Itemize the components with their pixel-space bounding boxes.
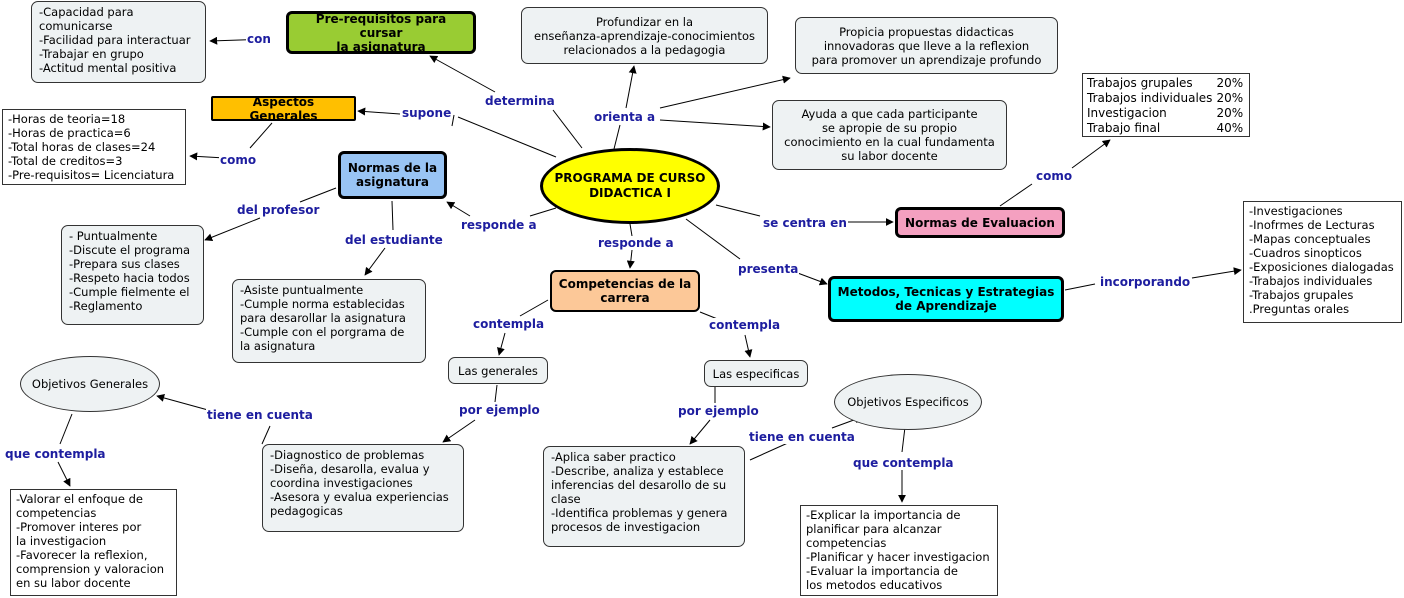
objetivos-generales-list: -Valorar el enfoque de competencias -Pro… (10, 489, 177, 596)
link-label-tiene-en-cuenta: tiene en cuenta (206, 408, 314, 422)
profesor-list: - Puntualmente -Discute el programa -Pre… (61, 225, 204, 325)
eval-pct: 40% (1216, 121, 1244, 135)
link-label-contempla: contempla (472, 317, 546, 331)
normas-evaluacion-node: Normas de Evaluacion (895, 207, 1065, 238)
link-label-tiene-en-cuenta: tiene en cuenta (748, 430, 856, 444)
objetivos-especificos-list: -Explicar la importancia de planificar p… (800, 505, 998, 596)
link-label-incorporando: incorporando (1099, 275, 1192, 289)
link-label-por-ejemplo: por ejemplo (677, 404, 760, 418)
normas-asignatura-node: Normas de la asignatura (338, 151, 447, 199)
estudiante-list: -Asiste puntualmente -Cumple norma estab… (232, 279, 426, 363)
link-label-responde: responde a (597, 236, 675, 250)
link-label-supone: supone (401, 106, 453, 120)
normas-evaluacion-text: Normas de Evaluacion (905, 215, 1055, 230)
eval-item: Investigacion (1087, 106, 1167, 120)
eval-item: Trabajo final (1087, 121, 1161, 135)
eval-pct: 20% (1216, 106, 1244, 120)
especificas-node: Las especificas (704, 360, 808, 387)
link-label-como: como (1035, 169, 1074, 183)
link-label-del-profesor: del profesor (236, 203, 321, 217)
link-label-determina: determina (484, 94, 556, 108)
generales-ejemplos: -Diagnostico de problemas -Diseña, desar… (262, 444, 464, 532)
central-topic-text: PROGRAMA DE CURSO DIDACTICA I (554, 171, 706, 200)
link-label-presenta: presenta (737, 262, 800, 276)
profundizar-node: Profundizar en la enseñanza-aprendizaje-… (521, 7, 768, 64)
aspectos-text: Aspectos Generales (249, 94, 318, 123)
aspectos-list: -Horas de teoria=18 -Horas de practica=6… (2, 109, 186, 185)
generales-node: Las generales (448, 357, 548, 384)
table-row: Investigacion 20% (1087, 106, 1243, 121)
competencias-node: Competencias de la carrera (550, 270, 700, 312)
evaluation-table: Trabajos grupales 20% Trabajos individual… (1082, 73, 1250, 137)
ayuda-node: Ayuda a que cada participante se apropie… (772, 100, 1007, 170)
objetivos-especificos-node: Objetivos Especificos (834, 374, 982, 430)
eval-pct: 20% (1216, 91, 1244, 105)
propicia-node: Propicia propuestas didacticas innovador… (795, 17, 1058, 74)
eval-item: Trabajos grupales (1087, 76, 1193, 90)
link-label-que-contempla: que contempla (852, 456, 955, 470)
metodos-node: Metodos, Tecnicas y Estrategias de Apren… (828, 276, 1064, 322)
aspectos-node: Aspectos Generales (211, 94, 356, 123)
link-label-como: como (219, 153, 258, 167)
prerequisitos-text: Pre-requisitos para cursar la asignatura (315, 11, 447, 54)
link-label-contempla: contempla (708, 318, 782, 332)
eval-item: Trabajos individuales (1087, 91, 1213, 105)
link-label-que-contempla: que contempla (4, 447, 107, 461)
link-label-orienta: orienta a (593, 110, 657, 124)
link-label-del-estudiante: del estudiante (344, 233, 444, 247)
prerequisitos-list: -Capacidad para comunicarse -Facilidad p… (31, 1, 206, 83)
link-label-con: con (246, 32, 272, 46)
eval-pct: 20% (1216, 76, 1244, 90)
link-label-responde: responde a (460, 218, 538, 232)
normas-asignatura-text: Normas de la asignatura (347, 161, 438, 189)
table-row: Trabajos grupales 20% (1087, 76, 1243, 91)
competencias-text: Competencias de la carrera (558, 277, 692, 305)
prerequisitos-node: Pre-requisitos para cursar la asignatura (286, 11, 476, 54)
table-row: Trabajo final 40% (1087, 121, 1243, 136)
central-topic: PROGRAMA DE CURSO DIDACTICA I (540, 148, 720, 224)
metodos-text: Metodos, Tecnicas y Estrategias de Apren… (837, 285, 1055, 313)
especificas-ejemplos: -Aplica saber practico -Describe, analiz… (543, 446, 745, 547)
objetivos-generales-node: Objetivos Generales (20, 356, 160, 412)
link-label-por-ejemplo: por ejemplo (458, 403, 541, 417)
metodos-list: -Investigaciones -Inofrmes de Lecturas -… (1243, 201, 1402, 323)
evaluation-grid: Trabajos grupales 20% Trabajos individual… (1087, 76, 1243, 136)
link-label-se-centra: se centra en (762, 216, 848, 230)
